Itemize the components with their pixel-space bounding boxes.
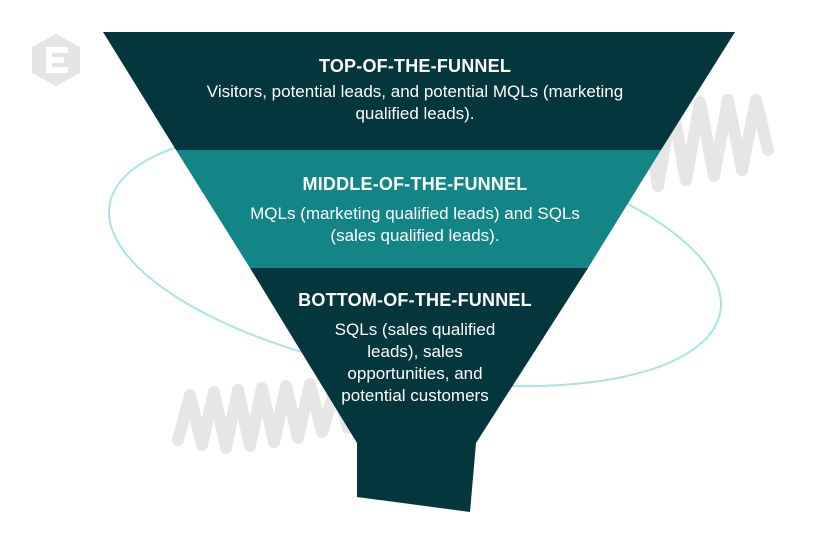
- stage-middle: MIDDLE-OF-THE-FUNNEL MQLs (marketing qua…: [230, 173, 600, 247]
- stage-description: Visitors, potential leads, and potential…: [206, 82, 624, 123]
- funnel-bottom-section: [250, 268, 588, 443]
- stage-title: MIDDLE-OF-THE-FUNNEL: [302, 174, 528, 194]
- logo-icon: [32, 34, 80, 86]
- funnel-middle-section: [176, 150, 661, 268]
- funnel-spout: [357, 443, 476, 512]
- stage-title: BOTTOM-OF-THE-FUNNEL: [298, 290, 532, 310]
- stage-description: MQLs (marketing qualified leads) and SQL…: [250, 204, 580, 245]
- decorative-scribble-left: [172, 378, 354, 454]
- stage-description: SQLs (sales qualified leads), sales oppo…: [334, 320, 496, 405]
- funnel-top-section: [103, 32, 735, 150]
- stage-title: TOP-OF-THE-FUNNEL: [318, 56, 512, 76]
- stage-top: TOP-OF-THE-FUNNEL Visitors, potential le…: [200, 55, 630, 125]
- stage-bottom: BOTTOM-OF-THE-FUNNEL SQLs (sales qualifi…: [270, 289, 560, 407]
